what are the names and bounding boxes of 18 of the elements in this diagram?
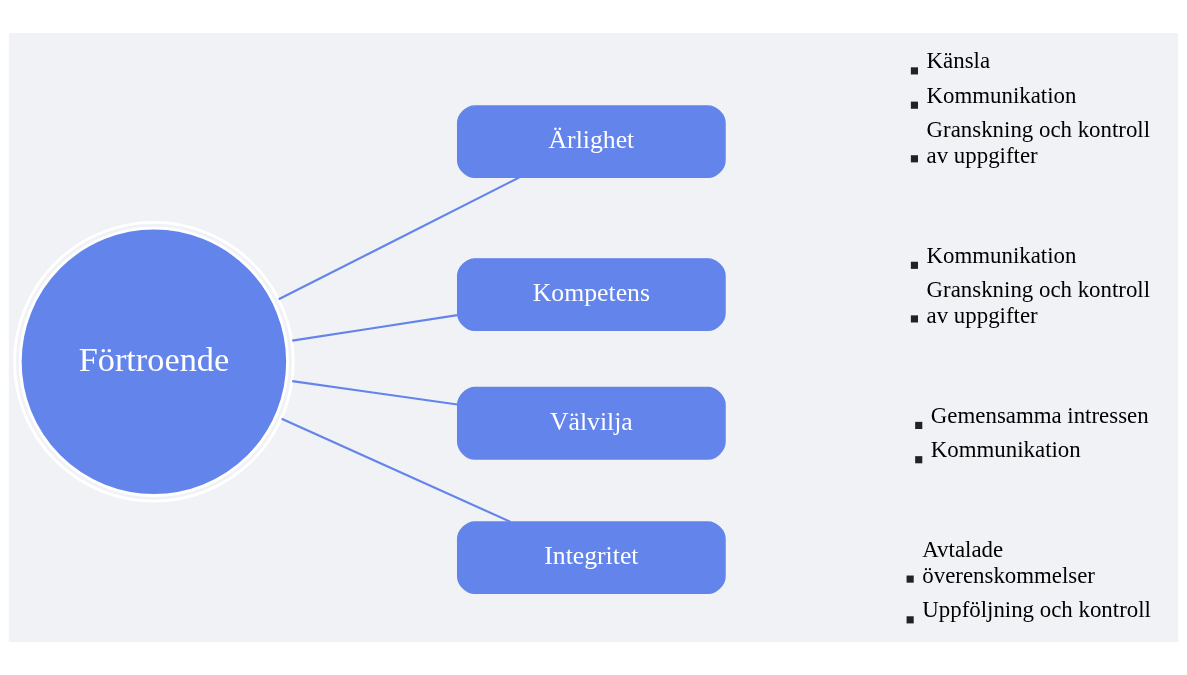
node-label: Känsla [926, 48, 991, 74]
node-label: Granskning och kontroll av uppgifter [926, 117, 1151, 168]
node-label: Granskning och kontroll av uppgifter [926, 277, 1151, 328]
node-label: Kommunikation [926, 242, 1077, 268]
connector [292, 380, 458, 406]
node-label: Gemensamma intressen [930, 402, 1149, 428]
node-box: Välvilja [456, 386, 726, 460]
node-box: Ärlighet [456, 105, 726, 179]
connector [292, 314, 458, 342]
node-label: Kommunikation [926, 82, 1077, 108]
connector [281, 417, 511, 523]
node-box: Kompetens [456, 258, 726, 332]
node-label: Avtalade överenskommelser [922, 537, 1095, 589]
connector [278, 176, 520, 301]
node-box: Integritet [456, 521, 726, 595]
node-label: Uppföljning och kontroll [922, 597, 1151, 623]
node-circle: Förtroende [13, 221, 295, 503]
node-label: Kommunikation [930, 437, 1081, 463]
